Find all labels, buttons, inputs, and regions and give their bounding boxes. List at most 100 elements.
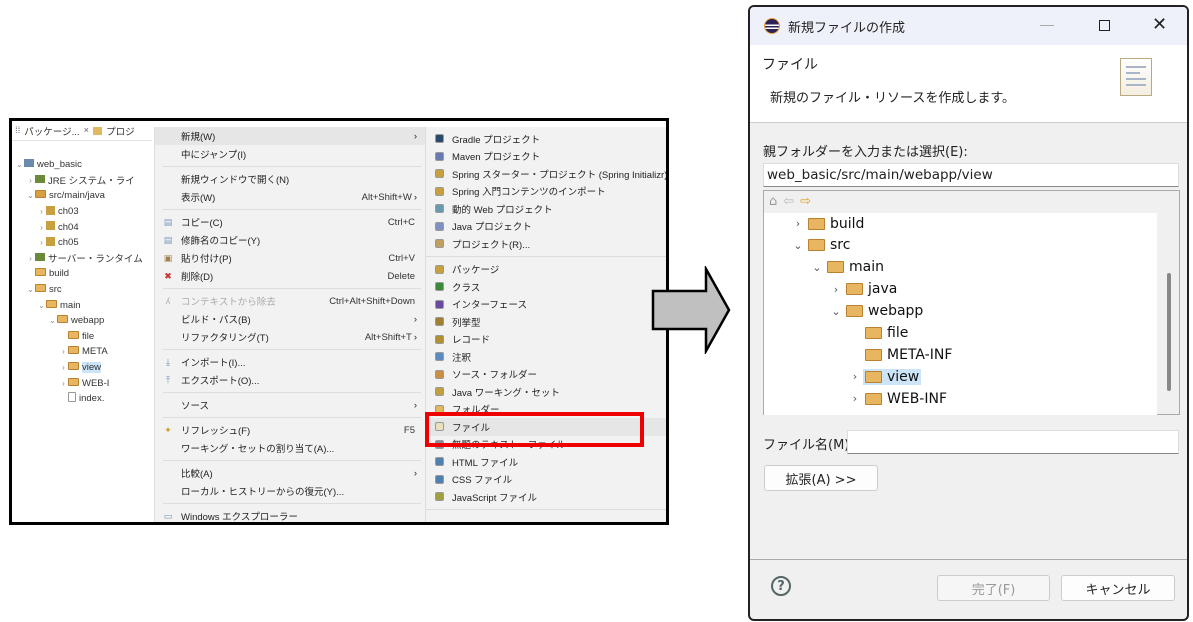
twisty-icon[interactable]: ›: [62, 363, 65, 373]
twisty-icon[interactable]: ›: [29, 175, 32, 185]
twisty-icon[interactable]: ⌄: [812, 260, 822, 274]
folder-tree-item[interactable]: file: [847, 323, 910, 344]
twisty-icon[interactable]: ›: [795, 217, 801, 230]
advanced-button[interactable]: 拡張(A) >>: [764, 465, 878, 491]
twisty-icon[interactable]: ⌄: [831, 304, 841, 318]
context-menu-item[interactable]: ✦リフレッシュ(F)F5: [155, 421, 425, 439]
submenu-item[interactable]: ソース・フォルダー: [426, 366, 666, 384]
twisty-icon[interactable]: ›: [852, 392, 858, 406]
submenu-item[interactable]: 注釈: [426, 348, 666, 366]
twisty-icon[interactable]: ›: [40, 222, 43, 232]
twisty-icon[interactable]: ›: [62, 378, 65, 388]
tree-item-label: web_basic: [37, 159, 82, 171]
context-menu-item[interactable]: 中にジャンプ(I): [155, 145, 425, 163]
explorer-tree-item[interactable]: ›ch03: [12, 204, 152, 220]
twisty-icon[interactable]: ⌄: [16, 160, 23, 170]
context-menu-item[interactable]: ▭Windows エクスプローラー: [155, 507, 425, 523]
help-icon[interactable]: ?: [771, 576, 791, 596]
twisty-icon[interactable]: ›: [852, 370, 858, 384]
twisty-icon[interactable]: ⌄: [27, 285, 34, 295]
context-menu-item[interactable]: ローカル・ヒストリーからの復元(Y)...: [155, 482, 425, 500]
twisty-icon[interactable]: ›: [62, 347, 65, 357]
submenu-item[interactable]: Spring スターター・プロジェクト (Spring Initializr): [426, 165, 666, 183]
folder-tree-item[interactable]: ›java: [828, 279, 899, 300]
twisty-icon[interactable]: ⌄: [793, 238, 803, 252]
folder-tree-item[interactable]: ⌄main: [809, 257, 886, 278]
submenu-item[interactable]: ファイル: [426, 418, 666, 436]
explorer-tree-item[interactable]: ›JRE システム・ライ: [12, 173, 152, 189]
submenu-item[interactable]: Spring 入門コンテンツのインポート: [426, 183, 666, 201]
context-menu-item[interactable]: ▤修飾名のコピー(Y): [155, 231, 425, 249]
twisty-icon[interactable]: ›: [833, 282, 839, 296]
folder-tree-item[interactable]: ›view: [847, 366, 922, 387]
parent-folder-input[interactable]: web_basic/src/main/webapp/view: [763, 163, 1179, 187]
explorer-tree-item[interactable]: ⌄src/main/java: [12, 188, 152, 204]
explorer-tree-item[interactable]: ›META: [12, 344, 152, 360]
context-menu-item[interactable]: ビルド・パス(B)›: [155, 310, 425, 328]
minimize-button[interactable]: [1040, 25, 1054, 26]
context-menu-item[interactable]: ワーキング・セットの割り当て(A)...: [155, 439, 425, 457]
maximize-button[interactable]: [1099, 20, 1110, 31]
context-menu-item[interactable]: 新規ウィンドウで開く(N): [155, 170, 425, 188]
folder-tree-item[interactable]: ›build: [790, 213, 866, 234]
submenu-item[interactable]: 列挙型: [426, 313, 666, 331]
explorer-tree-item[interactable]: ›ch05: [12, 235, 152, 251]
context-menu-item[interactable]: ⤓インポート(I)...: [155, 353, 425, 371]
folder-tree-item[interactable]: META-INF: [847, 344, 954, 365]
explorer-tree-item[interactable]: build: [12, 266, 152, 282]
cancel-button[interactable]: キャンセル: [1061, 575, 1175, 601]
close-button[interactable]: ✕: [1152, 14, 1168, 35]
submenu-item[interactable]: Maven プロジェクト: [426, 148, 666, 166]
explorer-tree-item[interactable]: ›サーバー・ランタイム: [12, 251, 152, 267]
context-menu-item[interactable]: ⤒エクスポート(O)...: [155, 371, 425, 389]
folder-tree-item[interactable]: ›WEB-INF: [847, 388, 949, 409]
explorer-tree-item[interactable]: ›WEB-I: [12, 375, 152, 391]
back-icon[interactable]: ⇦: [783, 194, 795, 209]
submenu-item[interactable]: JavaScript ファイル: [426, 488, 666, 506]
explorer-tree-item[interactable]: file: [12, 329, 152, 345]
explorer-tree-item[interactable]: index.: [12, 391, 152, 407]
submenu-item[interactable]: インターフェース: [426, 296, 666, 314]
folder-tree-item[interactable]: ⌄webapp: [828, 301, 925, 322]
close-icon[interactable]: ×: [83, 125, 90, 136]
submenu-item[interactable]: 動的 Web プロジェクト: [426, 200, 666, 218]
submenu-item[interactable]: クラス: [426, 278, 666, 296]
explorer-tree-item[interactable]: ›ch04: [12, 219, 152, 235]
twisty-icon[interactable]: ›: [29, 253, 32, 263]
context-menu-item[interactable]: 表示(W)Alt+Shift+W›: [155, 188, 425, 206]
tab-package-explorer[interactable]: パッケージ...: [24, 126, 80, 138]
twisty-icon[interactable]: ⌄: [38, 300, 45, 310]
submenu-item[interactable]: Gradle プロジェクト: [426, 130, 666, 148]
submenu-item[interactable]: CSS ファイル: [426, 471, 666, 489]
twisty-icon[interactable]: ⌄: [49, 316, 56, 326]
explorer-tree-item[interactable]: ⌄main: [12, 297, 152, 313]
tree-scrollbar[interactable]: [1167, 273, 1171, 391]
explorer-tree-item[interactable]: ⌄webapp: [12, 313, 152, 329]
forward-icon[interactable]: ⇨: [800, 194, 812, 209]
submenu-item[interactable]: プロジェクト(R)...: [426, 235, 666, 253]
home-icon[interactable]: ⌂: [769, 194, 778, 209]
context-menu-item[interactable]: 比較(A)›: [155, 464, 425, 482]
submenu-item[interactable]: Java ワーキング・セット: [426, 383, 666, 401]
context-menu-item[interactable]: 新規(W)›: [155, 127, 425, 145]
twisty-icon[interactable]: ⌄: [27, 191, 34, 201]
submenu-item[interactable]: Java プロジェクト: [426, 218, 666, 236]
explorer-tree-item[interactable]: ›view: [12, 360, 152, 376]
explorer-tree-item[interactable]: ⌄src: [12, 282, 152, 298]
context-menu-item[interactable]: リファクタリング(T)Alt+Shift+T›: [155, 328, 425, 346]
filename-input[interactable]: [847, 430, 1179, 454]
context-menu-item[interactable]: ▣貼り付け(P)Ctrl+V: [155, 249, 425, 267]
submenu-item[interactable]: HTML ファイル: [426, 453, 666, 471]
folder-tree-item[interactable]: ⌄src: [790, 235, 852, 256]
twisty-icon[interactable]: ›: [40, 207, 43, 217]
context-menu-item[interactable]: ▤コピー(C)Ctrl+C: [155, 213, 425, 231]
explorer-tree-item[interactable]: ⌄ web_basic: [12, 157, 152, 173]
finish-button[interactable]: 完了(F): [937, 575, 1050, 601]
tab-project-explorer[interactable]: プロジ: [106, 126, 135, 138]
context-menu-item[interactable]: ✖削除(D)Delete: [155, 267, 425, 285]
submenu-item[interactable]: レコード: [426, 331, 666, 349]
twisty-icon[interactable]: ›: [40, 238, 43, 248]
submenu-item[interactable]: パッケージ: [426, 261, 666, 279]
context-menu-item[interactable]: ソース›: [155, 396, 425, 414]
